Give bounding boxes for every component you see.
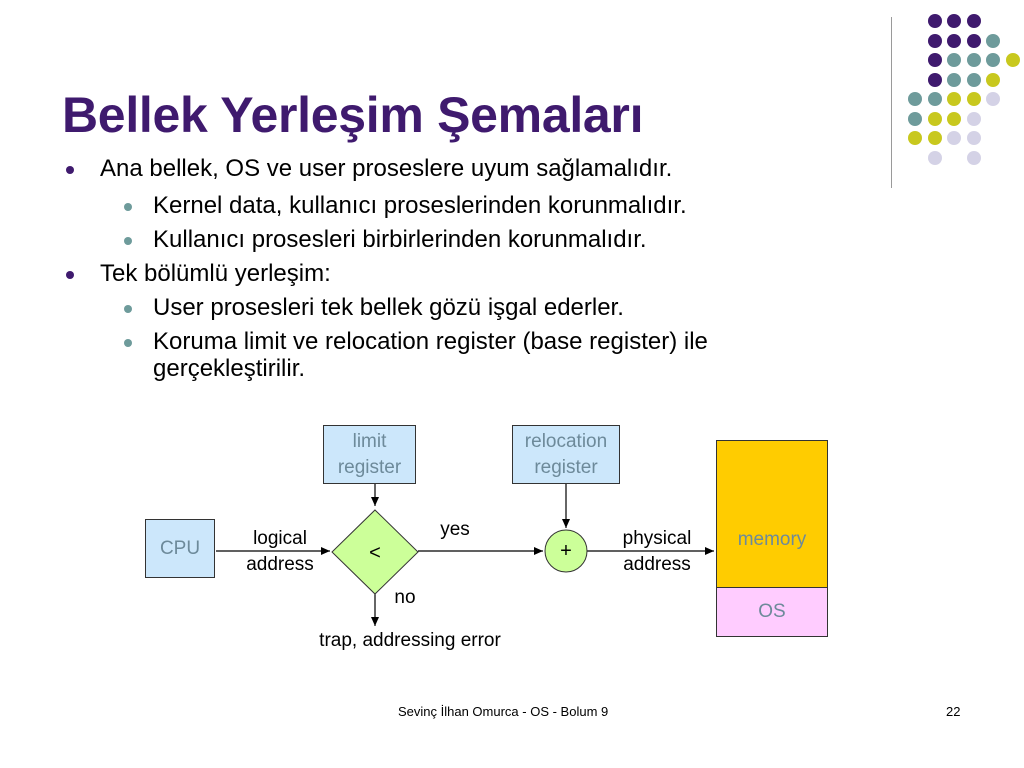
decorative-dot	[927, 92, 942, 106]
decorative-dot	[908, 92, 922, 106]
decorative-dot	[966, 131, 981, 145]
decorative-dot	[947, 53, 961, 67]
sub-bullet-text: User prosesleri tek bellek gözü işgal ed…	[153, 294, 624, 321]
decorative-dot	[966, 33, 981, 48]
sub-bullet-text: Kernel data, kullanıcı proseslerinden ko…	[153, 192, 687, 219]
trap-label: trap, addressing error	[319, 630, 501, 651]
decorative-dot	[927, 53, 942, 67]
relocation-register-label: relocation	[524, 430, 608, 452]
decorative-dot	[947, 131, 961, 145]
sub-bullet-dot-icon	[124, 305, 132, 313]
page-number: 22	[946, 704, 961, 719]
sub-bullet-text: Koruma limit ve relocation register (bas…	[153, 328, 708, 355]
relocation-register-box: relocation register	[512, 425, 620, 484]
no-label: no	[394, 587, 416, 608]
divider-line	[891, 17, 892, 188]
relocation-register-label: register	[534, 456, 598, 478]
decorative-dot	[1005, 53, 1020, 67]
decorative-dot	[966, 72, 981, 87]
decorative-dot	[947, 92, 961, 106]
compare-symbol: <	[369, 542, 381, 564]
memory-box: memory	[716, 440, 828, 588]
limit-register-label: register	[337, 456, 402, 478]
decorative-dot	[986, 33, 1000, 48]
limit-register-box: limit register	[323, 425, 416, 484]
logical-address-text: logical	[253, 528, 307, 549]
physical-address-label: physical address	[605, 526, 709, 578]
decorative-dot	[966, 92, 981, 106]
decorative-dot	[947, 72, 961, 87]
decorative-dot	[947, 33, 961, 48]
sub-bullet-dot-icon	[124, 237, 132, 245]
bullet-text: Ana bellek, OS ve user proseslere uyum s…	[100, 155, 673, 182]
decorative-dot	[947, 111, 961, 126]
sub-bullet-text: Kullanıcı prosesleri birbirlerinden koru…	[153, 226, 647, 253]
decorative-dot	[927, 33, 942, 48]
cpu-box: CPU	[145, 519, 215, 578]
adder-circle	[544, 529, 588, 573]
physical-address-text: address	[623, 554, 691, 575]
cpu-label: CPU	[159, 537, 201, 559]
logical-address-label: logical address	[232, 526, 328, 578]
logical-address-text: address	[246, 554, 314, 575]
physical-address-text: physical	[622, 528, 692, 549]
decorative-dot	[927, 150, 942, 165]
decorative-dot	[986, 72, 1000, 87]
decorative-dot	[927, 131, 942, 145]
decorative-dot	[908, 111, 922, 126]
footer-author: Sevinç İlhan Omurca - OS - Bolum 9	[398, 704, 609, 719]
os-label: OS	[758, 601, 786, 622]
decorative-dot-grid	[908, 14, 1020, 165]
decorative-dot	[927, 72, 942, 87]
slide-title: Bellek Yerleşim Şemaları	[62, 87, 644, 143]
decorative-dot	[966, 53, 981, 67]
decorative-dot	[927, 111, 942, 126]
memory-label: memory	[737, 529, 807, 550]
decorative-dot	[966, 111, 981, 126]
bullet-text: Tek bölümlü yerleşim:	[100, 260, 331, 287]
decorative-dot	[986, 53, 1000, 67]
sub-bullet-dot-icon	[124, 339, 132, 347]
add-symbol: +	[560, 540, 572, 562]
decorative-dot	[927, 14, 942, 28]
decorative-dot	[966, 14, 981, 28]
decorative-dot	[908, 131, 922, 145]
bullet-dot-icon	[66, 166, 74, 174]
decorative-dot	[986, 92, 1000, 106]
sub-bullet-text: gerçekleştirilir.	[153, 355, 306, 382]
decorative-dot	[947, 14, 961, 28]
os-box: OS	[716, 587, 828, 637]
yes-label: yes	[440, 519, 470, 540]
compare-diamond	[331, 509, 419, 595]
limit-register-label: limit	[352, 430, 387, 452]
decorative-dot	[966, 150, 981, 165]
bullet-dot-icon	[66, 271, 74, 279]
sub-bullet-dot-icon	[124, 203, 132, 211]
